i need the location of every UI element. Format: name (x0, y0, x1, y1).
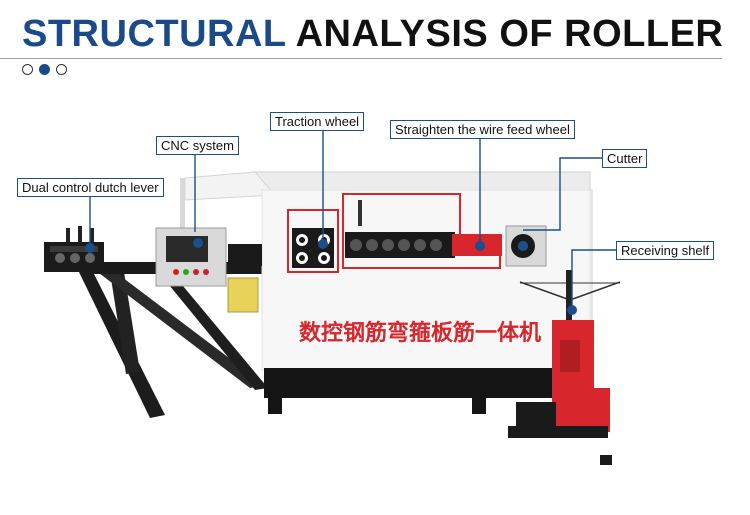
callout-markers (85, 238, 577, 315)
receiving-shelf (508, 270, 621, 465)
pager-dot-1[interactable] (22, 64, 33, 75)
marker-straighten (475, 241, 485, 251)
title-accent: STRUCTURAL (22, 13, 286, 55)
title-rest: ANALYSIS OF ROLLER (295, 13, 724, 55)
marker-cutter (518, 241, 528, 251)
top-hood (180, 171, 591, 230)
title-divider (0, 58, 722, 59)
main-body: 数控钢筋弯箍板筋一体机 (261, 189, 593, 414)
straightening-rail (342, 193, 502, 269)
pager-dot-2[interactable] (39, 64, 50, 75)
callout-dual-control: Dual control dutch lever (17, 178, 164, 197)
machine-front-text: 数控钢筋弯箍板筋一体机 (299, 320, 541, 346)
pager-dots (22, 64, 67, 75)
callout-cutter: Cutter (602, 149, 648, 168)
marker-cnc (193, 238, 203, 248)
callout-leaders (89, 128, 620, 305)
marker-traction (318, 239, 328, 249)
marker-receiving (567, 305, 577, 315)
pager-dot-3[interactable] (56, 64, 67, 75)
callout-cnc: CNC system (156, 136, 239, 155)
callout-straighten: Straighten the wire feed wheel (390, 120, 575, 139)
callout-receiving: Receiving shelf (616, 241, 715, 260)
support-legs (78, 268, 268, 418)
callout-traction: Traction wheel (270, 112, 365, 131)
marker-dual-control (85, 243, 95, 253)
page-title: STRUCTURAL ANALYSIS OF ROLLER (22, 12, 723, 56)
